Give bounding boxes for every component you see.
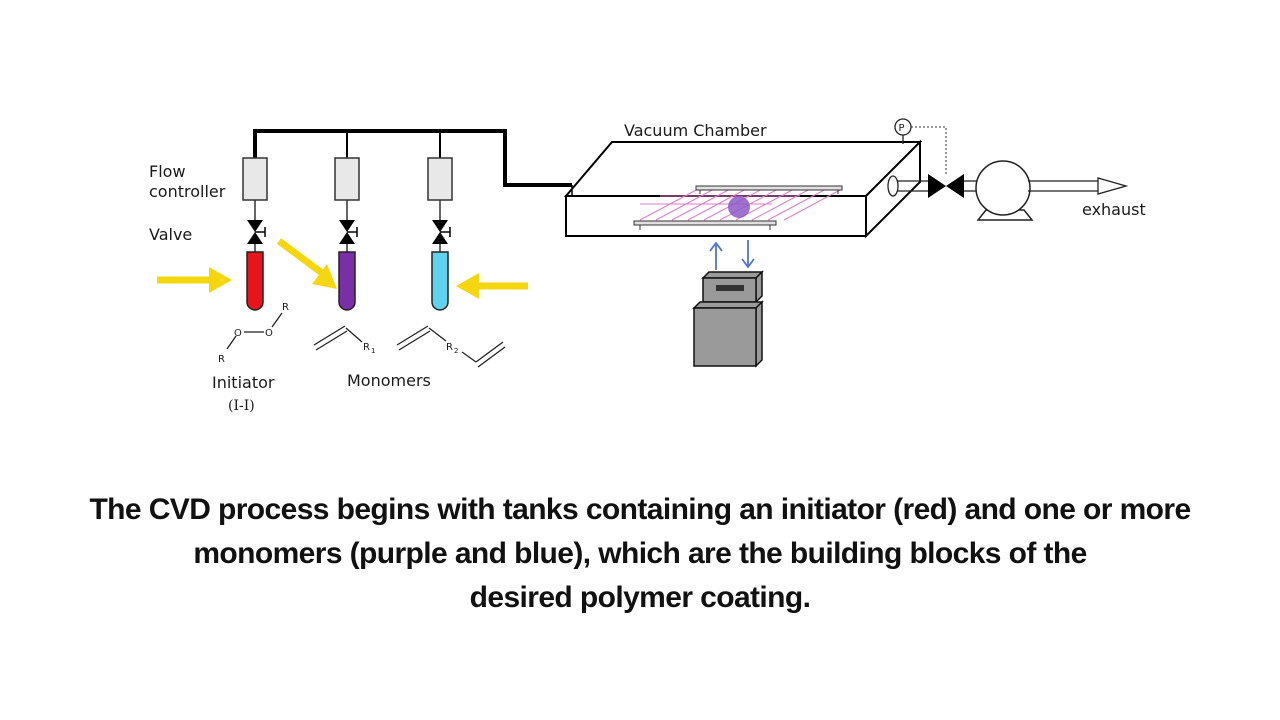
valve-icon-1	[247, 220, 266, 252]
coolant-lines	[709, 240, 755, 270]
flow-controller-1	[242, 157, 268, 201]
substrate-hatching	[639, 187, 841, 221]
monomer-1-structure: R 1	[313, 325, 375, 355]
monomer-1-subscript: 1	[371, 347, 375, 355]
caption: The CVD process begins with tanks contai…	[40, 488, 1240, 620]
flow-controller-3	[427, 157, 453, 201]
valves	[247, 220, 451, 252]
caption-line-2: monomers (purple and blue), which are th…	[193, 537, 1087, 570]
initiator-tank	[246, 251, 264, 311]
yellow-arrow-icon-2	[276, 238, 337, 289]
vacuum-pump-icon	[975, 160, 1034, 221]
monomer-tank-blue	[431, 251, 449, 311]
yellow-arrow-icon-3	[456, 273, 528, 299]
chiller-unit-icon	[692, 270, 764, 368]
highlight-arrows	[157, 238, 528, 299]
initiator-formula: (I-I)	[228, 398, 255, 414]
vacuum-chamber	[563, 139, 923, 239]
exhaust-line	[887, 160, 1129, 221]
tanks	[246, 251, 449, 311]
monomers-label: Monomers	[347, 371, 431, 390]
valve-icon-3	[432, 220, 451, 252]
monomer-2-structure: R 2	[396, 325, 506, 368]
substrate-disc	[728, 196, 750, 218]
monomer-2-subscript: 2	[454, 347, 458, 355]
pressure-gauge-label: P	[899, 123, 905, 134]
peroxide-o-right: O	[265, 328, 273, 339]
exhaust-label: exhaust	[1082, 200, 1146, 219]
peroxide-r-top: R	[282, 302, 289, 313]
flow-controller-label-line1: Flow	[149, 162, 186, 181]
flow-controller-2	[334, 157, 360, 201]
monomer-1-r: R	[363, 342, 370, 353]
peroxide-r-bottom: R	[218, 354, 225, 365]
gas-manifold	[253, 129, 572, 187]
pressure-gauge: P	[894, 118, 947, 176]
initiator-label: Initiator	[212, 373, 275, 392]
flow-controllers	[242, 157, 453, 220]
valve-label: Valve	[149, 225, 192, 244]
monomer-2-r: R	[446, 342, 453, 353]
caption-line-3: desired polymer coating.	[469, 581, 811, 614]
peroxide-o-left: O	[234, 328, 242, 339]
monomer-tank-purple	[338, 251, 356, 311]
yellow-arrow-icon-1	[157, 267, 232, 293]
exhaust-arrow-icon	[1097, 177, 1129, 195]
cvd-process-diagram: Flow controller Valve R O O R Initiator …	[149, 118, 1146, 414]
caption-line-1: The CVD process begins with tanks contai…	[89, 493, 1191, 526]
vacuum-chamber-label: Vacuum Chamber	[624, 121, 767, 140]
initiator-structure: R O O R	[218, 302, 289, 365]
exhaust-valve-icon	[928, 174, 964, 198]
valve-icon-2	[339, 220, 358, 252]
flow-controller-label-line2: controller	[149, 182, 226, 201]
